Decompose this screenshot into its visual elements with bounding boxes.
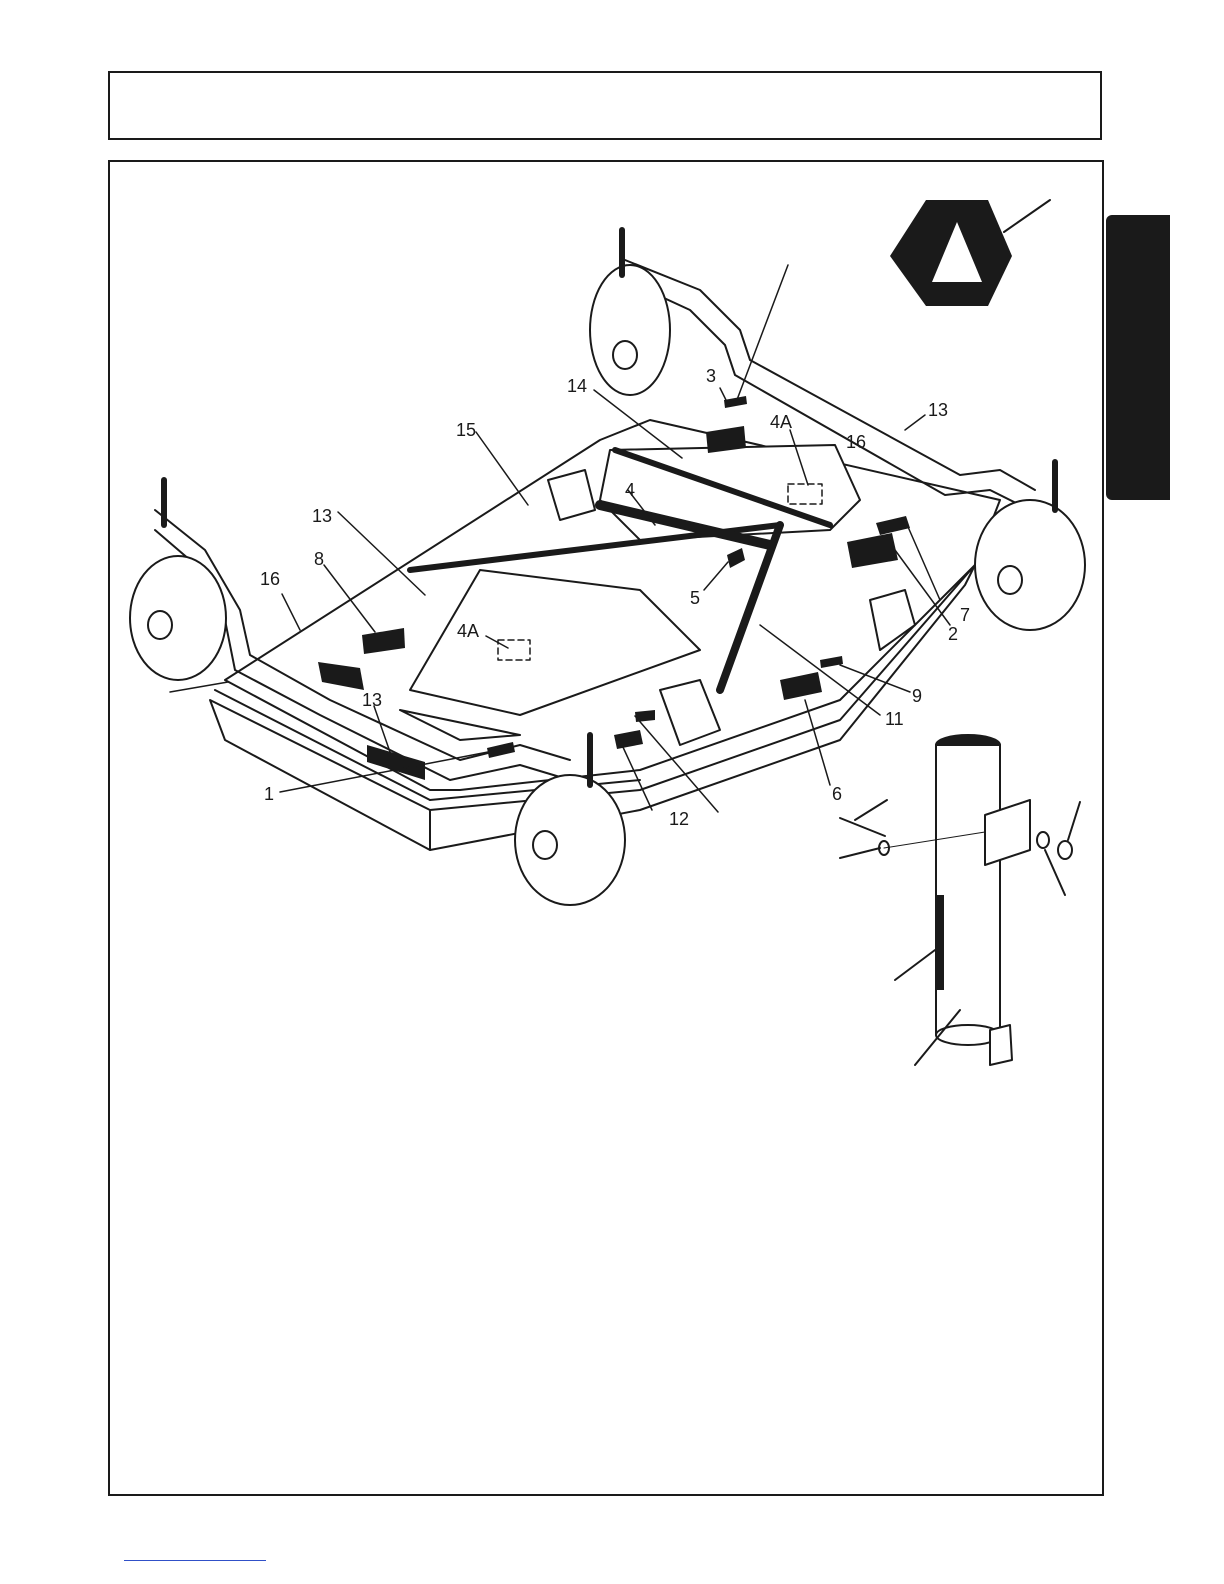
callout-7: 7	[960, 605, 970, 625]
callout-1: 1	[264, 784, 274, 804]
callout-13-left: 13	[312, 506, 332, 526]
callout-5: 5	[690, 588, 700, 608]
callout-15: 15	[456, 420, 476, 440]
callout-12: 12	[669, 809, 689, 829]
callout-4a-front: 4A	[457, 621, 479, 641]
callout-4a-rear: 4A	[770, 412, 792, 432]
callout-13-front: 13	[362, 690, 382, 710]
callout-3: 3	[706, 366, 716, 386]
callout-9: 9	[912, 686, 922, 706]
callout-11: 11	[885, 709, 904, 729]
callout-8: 8	[314, 549, 324, 569]
jack-stand	[840, 735, 1080, 1065]
callout-13-right: 13	[928, 400, 948, 420]
front-left-caster-wheel	[130, 480, 226, 680]
callout-4: 4	[625, 480, 635, 500]
callout-6: 6	[832, 784, 842, 804]
callout-16-rear: 16	[846, 432, 866, 452]
rear-left-caster-wheel	[590, 230, 670, 395]
smv-emblem	[890, 200, 1050, 306]
callout-16-left: 16	[260, 569, 280, 589]
callout-2: 2	[948, 624, 958, 644]
callout-14: 14	[567, 376, 587, 396]
